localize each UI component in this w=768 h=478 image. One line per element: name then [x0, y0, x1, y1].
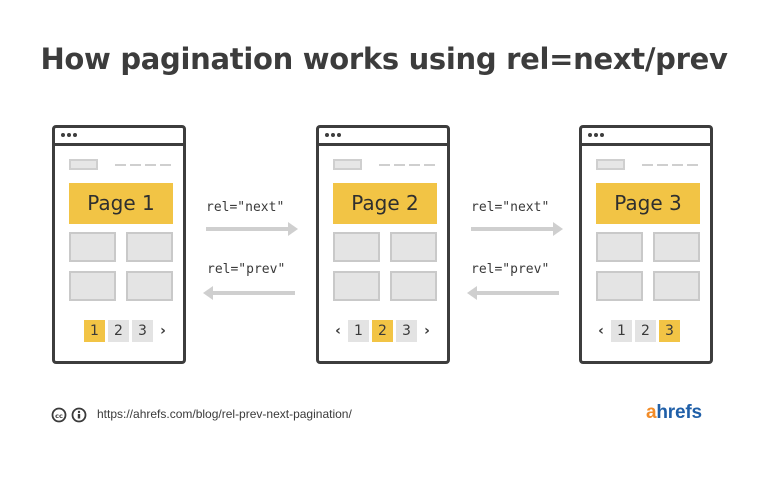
- pagination-page-3[interactable]: 3: [132, 320, 153, 342]
- pagination-bar: ‹ 1 2 3 ›: [331, 320, 434, 342]
- window-titlebar: [582, 128, 710, 146]
- nav-placeholder: [424, 164, 435, 166]
- nav-placeholder: [145, 164, 156, 166]
- content-tile: [390, 232, 437, 262]
- content-tile: [126, 271, 173, 301]
- diagram-title: How pagination works using rel=next/prev: [40, 42, 728, 76]
- window-dot-icon: [331, 133, 335, 137]
- browser-window-page-1: Page 1 1 2 3 ›: [52, 125, 186, 364]
- nav-placeholder: [409, 164, 420, 166]
- window-dot-icon: [73, 133, 77, 137]
- pagination-page-3[interactable]: 3: [659, 320, 680, 342]
- pagination-bar: ‹ 1 2 3: [594, 320, 680, 342]
- pagination-page-2[interactable]: 2: [372, 320, 393, 342]
- nav-placeholder: [687, 164, 698, 166]
- nav-placeholder: [657, 164, 668, 166]
- nav-placeholder: [672, 164, 683, 166]
- window-dot-icon: [588, 133, 592, 137]
- content-tile: [390, 271, 437, 301]
- chevron-left-icon[interactable]: ‹: [598, 323, 604, 339]
- content-tile: [69, 271, 116, 301]
- window-dot-icon: [337, 133, 341, 137]
- nav-placeholder: [130, 164, 141, 166]
- rel-prev-label: rel="prev": [207, 262, 286, 277]
- chevron-right-icon[interactable]: ›: [160, 323, 166, 339]
- window-dot-icon: [325, 133, 329, 137]
- attribution-icon: [71, 407, 87, 423]
- arrow-right-icon: [471, 222, 563, 236]
- pagination-page-1[interactable]: 1: [611, 320, 632, 342]
- rel-next-label: rel="next": [206, 200, 285, 215]
- cc-icon: cc: [51, 407, 67, 423]
- nav-placeholder: [115, 164, 126, 166]
- content-tile: [653, 271, 700, 301]
- page-heading: Page 3: [596, 183, 700, 224]
- browser-window-page-3: Page 3 ‹ 1 2 3: [579, 125, 713, 364]
- window-dot-icon: [600, 133, 604, 137]
- pagination-page-1[interactable]: 1: [84, 320, 105, 342]
- pagination-page-1[interactable]: 1: [348, 320, 369, 342]
- site-logo-placeholder: [596, 159, 625, 170]
- page-heading: Page 1: [69, 183, 173, 224]
- arrow-right-icon: [206, 222, 298, 236]
- site-logo-placeholder: [69, 159, 98, 170]
- nav-placeholder: [394, 164, 405, 166]
- source-url-link[interactable]: https://ahrefs.com/blog/rel-prev-next-pa…: [97, 407, 352, 421]
- page-heading: Page 2: [333, 183, 437, 224]
- arrow-left-icon: [203, 286, 295, 300]
- chevron-right-icon[interactable]: ›: [424, 323, 430, 339]
- content-tile: [333, 271, 380, 301]
- site-logo-placeholder: [333, 159, 362, 170]
- rel-next-label: rel="next": [471, 200, 550, 215]
- window-dot-icon: [67, 133, 71, 137]
- content-tile: [653, 232, 700, 262]
- chevron-left-icon[interactable]: ‹: [335, 323, 341, 339]
- nav-placeholder: [379, 164, 390, 166]
- ahrefs-logo: ahrefs: [646, 402, 702, 423]
- content-tile: [126, 232, 173, 262]
- content-tile: [596, 271, 643, 301]
- content-tile: [333, 232, 380, 262]
- content-tile: [596, 232, 643, 262]
- svg-text:cc: cc: [55, 412, 63, 420]
- window-dot-icon: [61, 133, 65, 137]
- window-dot-icon: [594, 133, 598, 137]
- browser-window-page-2: Page 2 ‹ 1 2 3 ›: [316, 125, 450, 364]
- rel-prev-label: rel="prev": [471, 262, 550, 277]
- nav-placeholder: [160, 164, 171, 166]
- content-tile: [69, 232, 116, 262]
- pagination-page-2[interactable]: 2: [635, 320, 656, 342]
- pagination-bar: 1 2 3 ›: [84, 320, 170, 342]
- window-titlebar: [319, 128, 447, 146]
- nav-placeholder: [642, 164, 653, 166]
- window-titlebar: [55, 128, 183, 146]
- arrow-left-icon: [467, 286, 559, 300]
- pagination-page-3[interactable]: 3: [396, 320, 417, 342]
- pagination-page-2[interactable]: 2: [108, 320, 129, 342]
